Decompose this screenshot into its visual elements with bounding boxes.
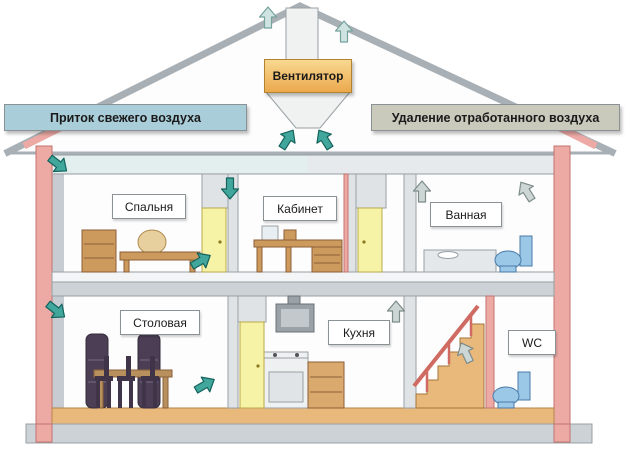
- wall-kitchen-hall: [403, 295, 417, 409]
- right-wall: [553, 145, 571, 425]
- fresh-air-banner: Приток свежего воздуха: [4, 104, 247, 131]
- room-label-kitchen: Кухня: [328, 320, 390, 345]
- bedroom-door-icon: [201, 207, 227, 273]
- wall-bedroom-study: [227, 173, 239, 273]
- room-label-study: Кабинет: [263, 196, 337, 221]
- study-furniture: [253, 225, 343, 273]
- toilet-tank-icon: [517, 371, 531, 401]
- staircase: [412, 304, 485, 409]
- dresser-icon: [81, 229, 117, 273]
- room-label-bathroom: Ванная: [430, 202, 502, 227]
- room-label-dining-room: Столовая: [120, 310, 200, 335]
- vanity-icon: [423, 249, 497, 273]
- ventilator-label: Вентилятор: [264, 59, 352, 93]
- hall-door-header: [355, 173, 387, 209]
- foundation: [25, 423, 593, 444]
- supply-duct: [53, 156, 308, 173]
- ground-wall-shading: [52, 296, 64, 408]
- upper-wall-shading: [52, 174, 64, 272]
- upper-floor-surface: [51, 271, 555, 283]
- monitor-icon: [261, 225, 279, 241]
- wall-dining-kitchen: [227, 295, 239, 409]
- left-wall: [35, 145, 53, 425]
- kitchen-furniture: [263, 295, 345, 409]
- kitchen-counter-icon: [307, 361, 345, 409]
- drawer-unit-icon: [311, 246, 343, 273]
- desk-icon: [253, 239, 343, 248]
- exhaust-duct: [308, 156, 555, 173]
- exhaust-air-banner: Удаление отработанного воздуха: [371, 104, 620, 131]
- stair-railing-icon: [412, 304, 480, 388]
- bathroom-fixtures: [423, 235, 533, 273]
- right-footing: [553, 423, 571, 443]
- dining-door-icon: [239, 321, 265, 409]
- hall-door-icon: [357, 207, 383, 273]
- room-label-wc: WC: [508, 330, 556, 355]
- headboard-icon: [137, 229, 167, 255]
- wall-bathroom: [403, 173, 417, 273]
- post-stairs: [485, 295, 495, 409]
- toilet-tank-icon: [519, 235, 533, 267]
- ventilator-roof-duct: [285, 7, 319, 63]
- attic-floor-ducts: [51, 154, 557, 175]
- wc-fixtures: [492, 371, 531, 409]
- dining-furniture: [85, 333, 173, 409]
- ground-floor-surface: [51, 407, 555, 425]
- bed-icon: [119, 251, 201, 261]
- left-footing: [35, 423, 53, 443]
- room-label-bedroom: Спальня: [112, 194, 186, 219]
- wall-pink-strip-upper: [343, 173, 349, 273]
- dining-door-header: [237, 295, 267, 323]
- mid-floor-slab: [51, 281, 555, 297]
